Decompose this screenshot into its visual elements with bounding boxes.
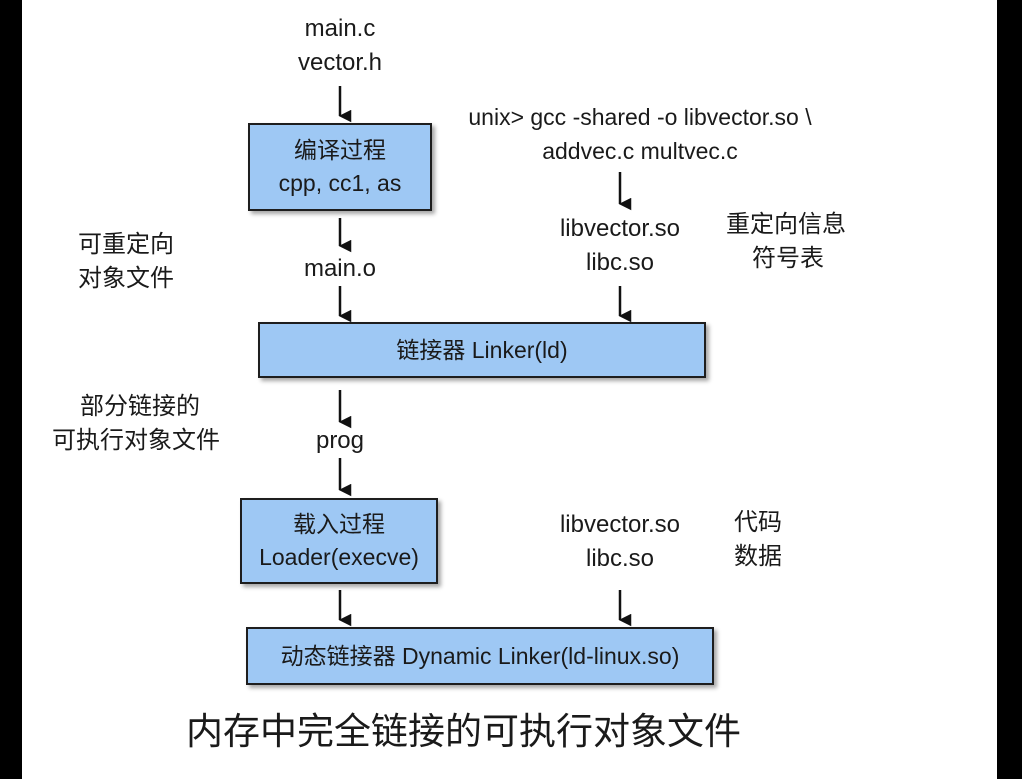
shared-lib-command: unix> gcc -shared -o libvector.so \ addv… xyxy=(440,100,840,168)
main-o-file: main.o xyxy=(303,255,377,282)
relocatable-object-label-line-1: 可重定向 xyxy=(78,231,174,258)
source-file-vector-h: vector.h xyxy=(297,49,383,76)
relocation-info-label: 重定向信息 xyxy=(726,211,846,238)
source-files: main.c vector.h xyxy=(270,12,410,80)
shared-lib-libc: libc.so xyxy=(585,249,655,276)
prog-file: prog xyxy=(315,427,365,454)
shared-libs-load-time: libvector.so libc.so xyxy=(530,508,710,576)
arrows-layer xyxy=(338,86,632,627)
result-caption: 内存中完全链接的可执行对象文件 xyxy=(186,711,741,752)
compile-process-tools: cpp, cc1, as xyxy=(278,170,402,196)
source-file-main-c: main.c xyxy=(304,15,376,42)
code-data-label: 代码 数据 xyxy=(734,506,782,574)
relocatable-object-label: 可重定向 对象文件 xyxy=(78,228,174,296)
shared-lib-libvector: libvector.so xyxy=(559,215,681,242)
dynamic-linker-box: 动态链接器 Dynamic Linker(ld-linux.so) xyxy=(246,627,714,685)
compile-process-box: 编译过程 cpp, cc1, as xyxy=(248,123,432,211)
partially-linked-label-line-2: 可执行对象文件 xyxy=(52,427,220,454)
diagram-canvas: main.c vector.h 编译过程 cpp, cc1, as unix> … xyxy=(22,0,997,779)
partially-linked-label: 部分链接的 可执行对象文件 xyxy=(52,390,220,458)
shared-libs-link-time: libvector.so libc.so xyxy=(530,212,710,280)
code-label: 代码 xyxy=(734,509,782,536)
shared-lib-command-line-2: addvec.c multvec.c xyxy=(542,138,738,164)
shared-lib-command-line-1: unix> gcc -shared -o libvector.so \ xyxy=(468,104,812,130)
compile-process-title: 编译过程 xyxy=(294,137,386,163)
relocatable-object-label-line-2: 对象文件 xyxy=(78,265,174,292)
loader-box: 载入过程 Loader(execve) xyxy=(240,498,438,584)
loader-subtitle: Loader(execve) xyxy=(259,544,419,570)
dynamic-linker-title: 动态链接器 Dynamic Linker(ld-linux.so) xyxy=(280,642,680,669)
linker-box: 链接器 Linker(ld) xyxy=(258,322,706,378)
relocation-symbol-label: 重定向信息 符号表 xyxy=(726,208,846,276)
partially-linked-label-line-1: 部分链接的 xyxy=(80,393,200,420)
symbol-table-label: 符号表 xyxy=(752,245,824,272)
shared-lib-libvector-load: libvector.so xyxy=(559,511,681,538)
data-label: 数据 xyxy=(734,543,782,570)
loader-title: 载入过程 xyxy=(293,511,385,537)
linker-title: 链接器 Linker(ld) xyxy=(396,336,568,363)
shared-lib-libc-load: libc.so xyxy=(585,545,655,572)
